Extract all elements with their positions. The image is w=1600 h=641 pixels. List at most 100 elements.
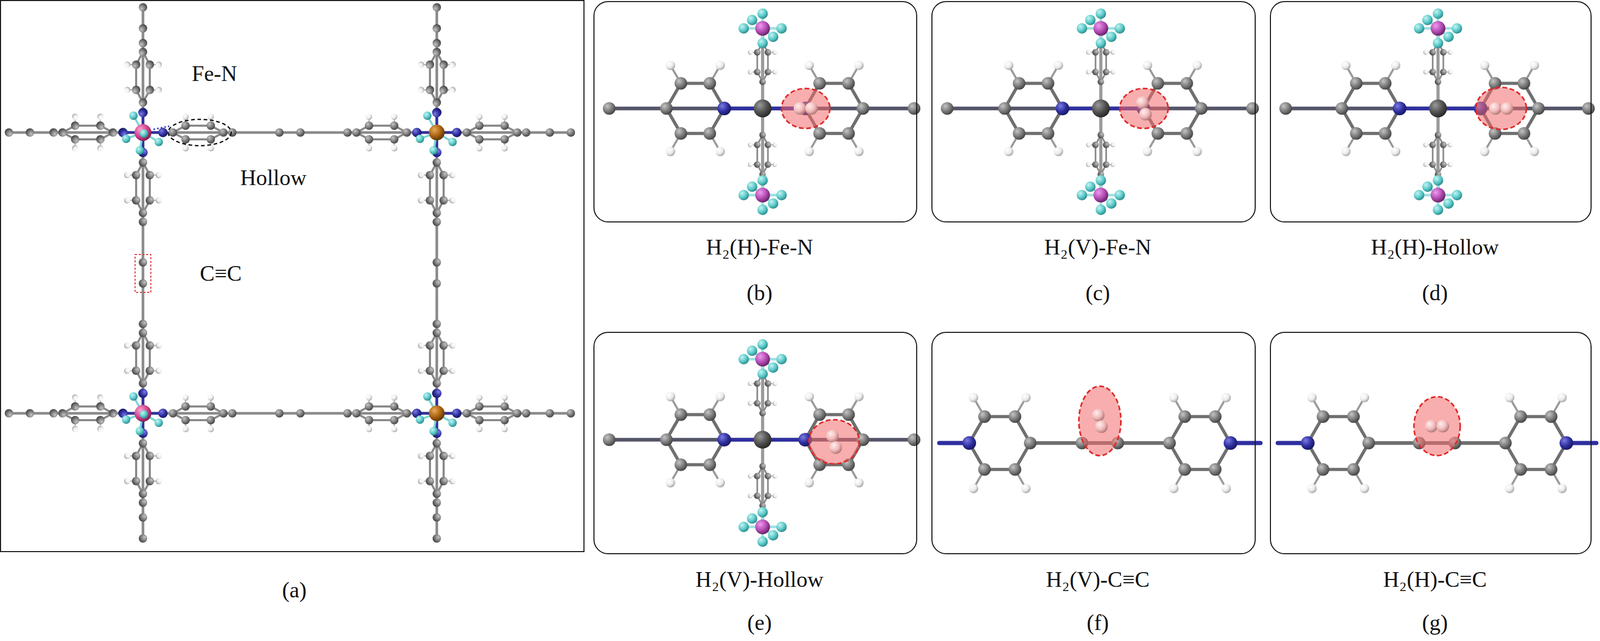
atom [124, 86, 131, 94]
atom [429, 146, 438, 155]
atom [753, 68, 761, 76]
atom [767, 198, 779, 209]
atom [168, 408, 178, 418]
atom [97, 113, 104, 120]
atom [448, 418, 457, 427]
atom [1422, 181, 1433, 192]
atom [521, 408, 531, 418]
atom [804, 146, 815, 157]
atom [793, 101, 807, 115]
atom [753, 380, 761, 387]
atom [155, 86, 162, 94]
atom [747, 142, 753, 148]
ring-bond [1169, 416, 1231, 469]
atom [138, 279, 148, 288]
atom [432, 378, 441, 388]
atom [1008, 409, 1022, 423]
atom [501, 113, 508, 120]
adsorption-site [808, 419, 860, 464]
atom [1430, 187, 1446, 203]
atom [1095, 8, 1106, 19]
atom [856, 101, 870, 115]
atom [475, 415, 484, 425]
figure-panel: H₂(V)-C≡C(f) [931, 331, 1265, 637]
atom [1423, 49, 1429, 55]
atom [124, 197, 131, 204]
atom [138, 98, 148, 107]
atom [805, 101, 818, 115]
atom [1440, 161, 1447, 168]
atom [402, 408, 412, 418]
ring-bond [666, 83, 725, 134]
atom [365, 425, 373, 433]
atom [1055, 101, 1070, 116]
atom [145, 476, 155, 486]
linker [124, 132, 162, 414]
atom [449, 477, 456, 485]
atom [425, 170, 435, 180]
atom [1246, 101, 1259, 115]
atom [513, 128, 522, 137]
atom [432, 388, 442, 398]
atom [1102, 48, 1110, 56]
ring-bond [666, 414, 725, 465]
atom [1102, 141, 1110, 148]
ring-bond [1307, 416, 1369, 469]
atom [715, 391, 725, 402]
atom [1180, 127, 1194, 140]
ring-bond [172, 406, 224, 420]
atom [1110, 142, 1116, 148]
atom [439, 451, 448, 460]
atom [476, 425, 483, 433]
atom [138, 498, 148, 507]
panel-frame [0, 0, 585, 552]
atom [854, 146, 864, 157]
atom [764, 68, 772, 76]
atom [352, 128, 361, 137]
atom [425, 366, 435, 375]
ring-bond [757, 466, 768, 506]
atom [1557, 483, 1567, 494]
atom [1440, 141, 1447, 148]
atom [138, 24, 148, 33]
atom [72, 145, 79, 152]
atom [1023, 436, 1037, 450]
panel-letter: (c) [931, 280, 1265, 306]
figure-panel: H₂(H)-Hollow(d) [1269, 1, 1600, 307]
site-leader [153, 126, 170, 130]
atom [1413, 189, 1425, 201]
atom [131, 451, 141, 460]
atom [1003, 60, 1014, 70]
atom [72, 113, 79, 120]
atom [448, 137, 457, 147]
atom [1085, 142, 1091, 148]
atom [1093, 21, 1109, 36]
atom [49, 128, 58, 137]
panel-molecule [1279, 8, 1595, 215]
atom [1208, 409, 1222, 423]
atom [602, 433, 616, 446]
atom [747, 161, 753, 167]
atom [1316, 409, 1330, 423]
atom [764, 161, 772, 168]
atom [475, 121, 484, 130]
atom [1429, 68, 1436, 76]
atom [432, 438, 441, 448]
atom [764, 141, 772, 148]
atom [1012, 127, 1026, 140]
ring-bond [429, 162, 444, 213]
atom [776, 23, 787, 34]
atom [1168, 483, 1179, 494]
atom [402, 128, 412, 137]
atom [1114, 23, 1125, 34]
atom [432, 513, 441, 522]
atom [1429, 99, 1448, 118]
atom [365, 145, 373, 152]
atom [138, 319, 148, 328]
panel-frame [593, 1, 918, 223]
atom [757, 536, 768, 547]
atom [747, 473, 753, 479]
atom [139, 409, 149, 419]
atom [439, 60, 448, 69]
atom [757, 368, 768, 379]
